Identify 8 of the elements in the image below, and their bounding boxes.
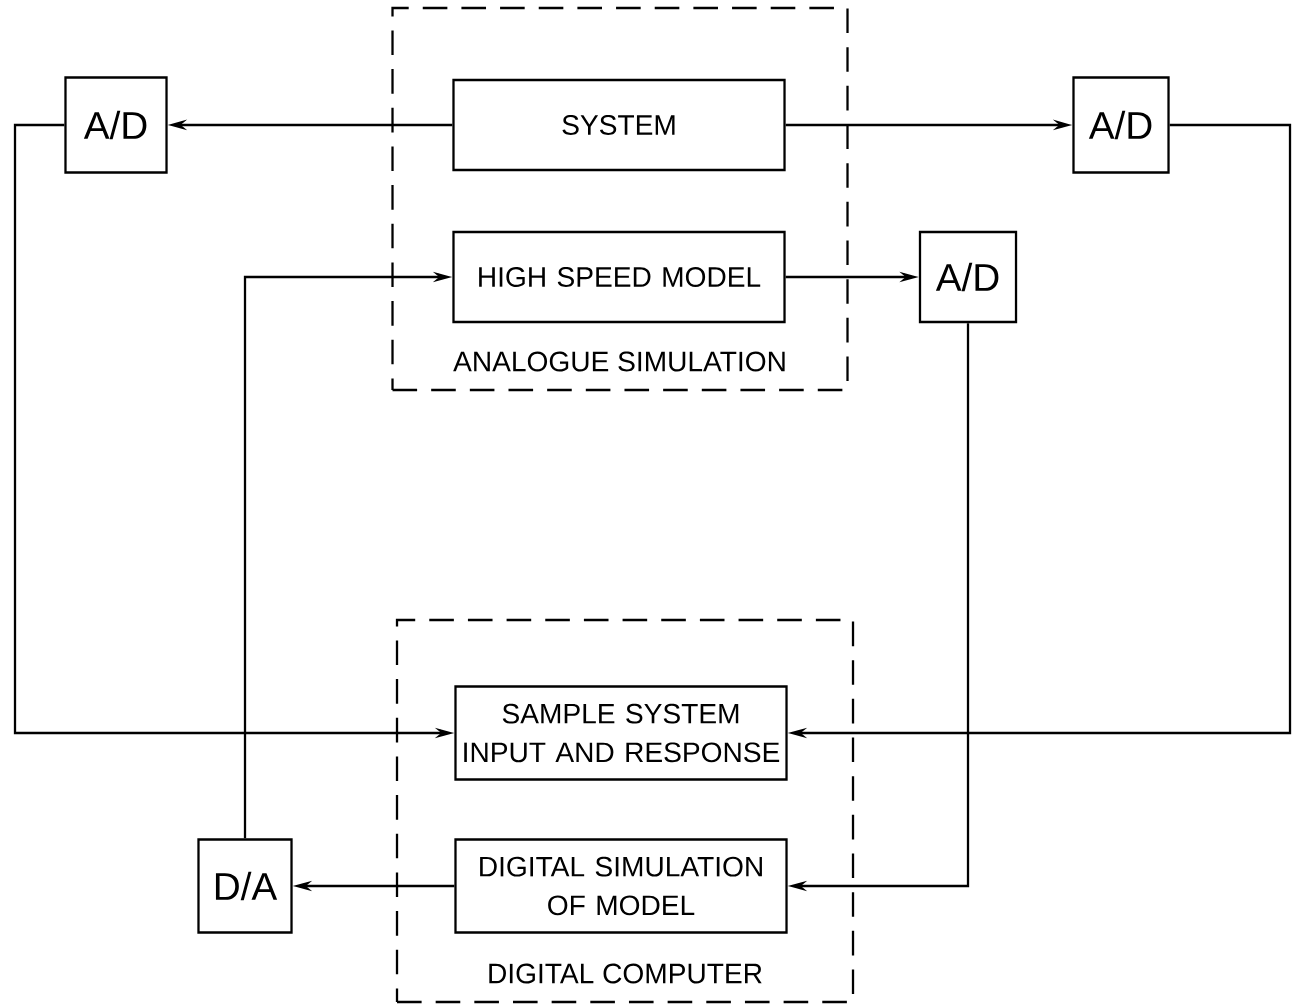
process-box: SAMPLE SYSTEM INPUT AND RESPONSE: [454, 685, 788, 781]
converter-box: D/A: [197, 838, 293, 934]
converter-box: A/D: [64, 76, 168, 174]
process-box: SYSTEM: [452, 78, 786, 172]
converter-box: A/D: [918, 230, 1018, 324]
converter-box: A/D: [1072, 76, 1170, 174]
process-box: DIGITAL SIMULATION OF MODEL: [454, 838, 788, 934]
process-box: HIGH SPEED MODEL: [452, 230, 786, 324]
